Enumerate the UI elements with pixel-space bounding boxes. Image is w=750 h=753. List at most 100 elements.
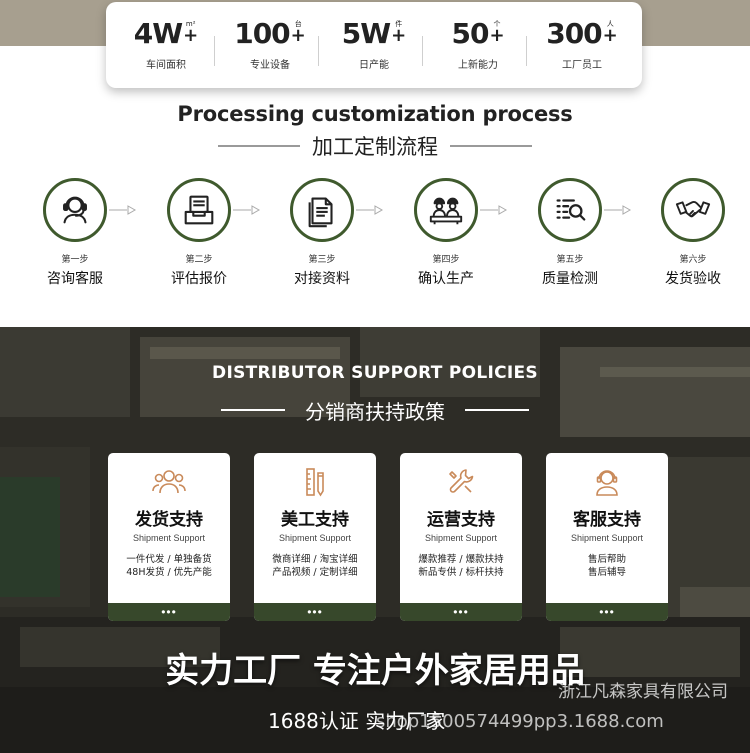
support-card-shipment: 发货支持 Shipment Support 一件代发 / 单独备货 48H发货 … <box>108 453 230 621</box>
process-steps: 第一步 咨询客服 第二步 评估报价 第三步 对接 <box>0 178 750 288</box>
ruler-pencil-icon <box>306 468 324 497</box>
stat-unit: 件 <box>395 19 403 28</box>
step-number: 第二步 <box>185 255 213 265</box>
step-arrow-icon <box>233 205 261 215</box>
stat-plus: + <box>290 24 306 46</box>
card-subtitle: Shipment Support <box>570 533 644 543</box>
step-number: 第六步 <box>679 255 707 265</box>
step-arrow-icon <box>356 205 384 215</box>
card-more-button[interactable]: ••• <box>108 603 230 621</box>
stat-label: 专业设备 <box>250 59 290 71</box>
stat-plus: + <box>489 24 505 46</box>
process-step-1: 第一步 咨询客服 <box>20 178 130 288</box>
card-line: 售后帮助 <box>587 554 626 565</box>
handshake-icon <box>675 201 711 218</box>
card-title: 客服支持 <box>573 510 641 530</box>
factory-slogan: 实力工厂 专注户外家居用品 <box>165 651 585 691</box>
distributor-title-cn-row: 分销商扶持政策 <box>0 395 750 425</box>
stat-plus: + <box>602 24 618 46</box>
process-title-en: Processing customization process <box>177 102 573 126</box>
card-title: 发货支持 <box>135 510 203 530</box>
process-step-2: 第二步 评估报价 <box>144 178 254 288</box>
process-step-3: 第三步 对接资料 <box>267 178 377 288</box>
step-name: 咨询客服 <box>47 271 103 287</box>
process-title-cn: 加工定制流程 <box>312 135 438 159</box>
wrench-icon <box>449 469 474 493</box>
stat-employees: 300 人+ 工厂员工 <box>526 16 630 71</box>
distributor-title-cn: 分销商扶持政策 <box>305 399 445 424</box>
step-name: 确认生产 <box>418 271 474 287</box>
support-card-customer-service: 客服支持 Shipment Support 售后帮助 售后辅导 ••• <box>546 453 668 621</box>
stat-label: 车间面积 <box>146 59 186 71</box>
card-line: 48H发货 / 优先产能 <box>126 567 212 578</box>
card-subtitle: Shipment Support <box>424 533 498 543</box>
process-step-4: 第四步 确认生产 <box>391 178 501 288</box>
stat-unit: 人 <box>606 19 614 28</box>
title-divider-right <box>465 409 529 411</box>
stat-unit: 个 <box>493 19 501 28</box>
certification-text: 1688认证 实力厂家 <box>268 709 446 733</box>
step-arrow-icon <box>480 205 508 215</box>
distributor-section: DISTRIBUTOR SUPPORT POLICIES 分销商扶持政策 发货支… <box>0 327 750 753</box>
step-name: 质量检测 <box>542 271 598 287</box>
card-line: 产品视频 / 定制详细 <box>272 567 358 578</box>
card-title: 美工支持 <box>281 510 349 530</box>
stat-value: 5W <box>341 16 391 50</box>
stat-new-products: 50 个+ 上新能力 <box>422 16 526 71</box>
stat-unit: 台 <box>294 19 302 28</box>
card-subtitle: Shipment Support <box>132 533 206 543</box>
support-card-design: 美工支持 Shipment Support 微商详细 / 淘宝详细 产品视频 /… <box>254 453 376 621</box>
step-number: 第四步 <box>432 255 460 265</box>
stats-card: 4W m²+ 车间面积 100 台+ 专业设备 5W 件+ 日产能 50 个+ … <box>106 2 642 88</box>
people-icon <box>152 470 186 494</box>
card-line: 微商详细 / 淘宝详细 <box>272 554 358 565</box>
distributor-title-en: DISTRIBUTOR SUPPORT POLICIES <box>212 363 538 383</box>
title-divider-right <box>450 145 532 147</box>
card-line: 新品专供 / 标杆扶持 <box>418 567 504 578</box>
card-more-button[interactable]: ••• <box>400 603 522 621</box>
stat-value: 300 <box>546 16 602 50</box>
documents-icon <box>308 197 333 228</box>
step-arrow-icon <box>604 205 632 215</box>
card-more-button[interactable]: ••• <box>546 603 668 621</box>
card-line: 爆款推荐 / 爆款扶持 <box>418 554 504 565</box>
list-search-icon <box>556 199 586 221</box>
stat-label: 上新能力 <box>458 59 498 71</box>
headset-agent-icon <box>596 470 618 496</box>
step-name: 发货验收 <box>665 271 721 287</box>
title-divider-left <box>218 145 300 147</box>
stat-unit: m² <box>185 19 196 28</box>
step-number: 第三步 <box>308 255 336 265</box>
stat-equipment: 100 台+ 专业设备 <box>214 16 318 71</box>
process-step-6: 第六步 发货验收 <box>638 178 748 288</box>
stat-value: 50 <box>451 16 489 50</box>
card-title: 运营支持 <box>427 510 495 530</box>
stat-plus: + <box>391 24 407 46</box>
card-line: 一件代发 / 单独备货 <box>126 554 212 565</box>
stat-label: 日产能 <box>359 59 389 71</box>
process-title-cn-row: 加工定制流程 <box>0 131 750 161</box>
stat-daily-capacity: 5W 件+ 日产能 <box>318 16 422 71</box>
title-divider-left <box>221 409 285 411</box>
stat-value: 100 <box>234 16 290 50</box>
step-name: 对接资料 <box>294 271 350 287</box>
factory-background-image <box>0 327 750 753</box>
step-arrow-icon <box>109 205 137 215</box>
workers-icon <box>429 197 463 225</box>
shop-url-watermark: shop1500574499pp3.1688.com <box>376 711 664 732</box>
process-step-5: 第五步 质量检测 <box>515 178 625 288</box>
step-name: 评估报价 <box>171 271 227 287</box>
support-cards: 发货支持 Shipment Support 一件代发 / 单独备货 48H发货 … <box>0 453 750 623</box>
stat-label: 工厂员工 <box>562 59 602 71</box>
company-watermark: 浙江凡森家具有限公司 <box>558 682 728 702</box>
card-line: 售后辅导 <box>587 567 626 578</box>
stat-value: 4W <box>133 16 183 50</box>
step-number: 第五步 <box>556 255 584 265</box>
stat-workshop-area: 4W m²+ 车间面积 <box>118 16 214 71</box>
step-number: 第一步 <box>61 255 89 265</box>
inbox-tray-icon <box>184 195 214 225</box>
customer-service-icon <box>63 196 87 224</box>
card-more-button[interactable]: ••• <box>254 603 376 621</box>
card-subtitle: Shipment Support <box>278 533 352 543</box>
support-card-operation: 运营支持 Shipment Support 爆款推荐 / 爆款扶持 新品专供 /… <box>400 453 522 621</box>
